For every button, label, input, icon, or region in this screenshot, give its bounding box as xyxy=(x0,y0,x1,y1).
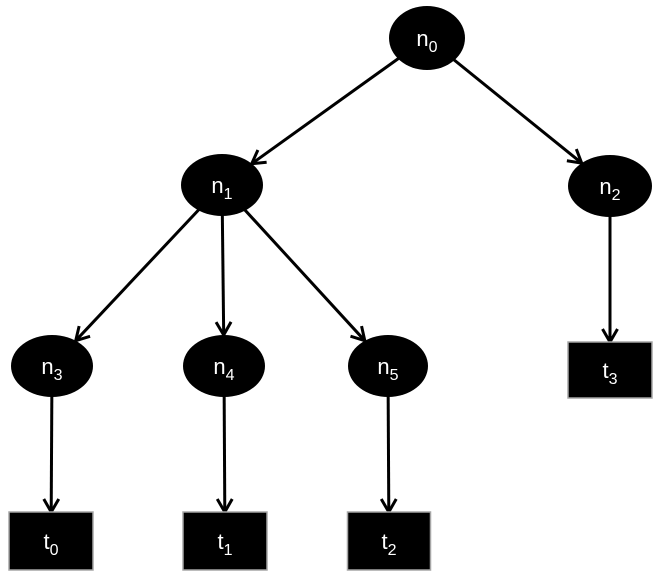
node-label-t0: t0 xyxy=(43,529,58,559)
tree-node-n1: n1 xyxy=(181,154,263,216)
tree-node-n5: n5 xyxy=(348,335,428,397)
tree-node-n4: n4 xyxy=(183,335,265,397)
node-label-n1: n1 xyxy=(211,173,232,203)
edge-n1-n5 xyxy=(220,183,365,341)
node-ellipse-n3 xyxy=(11,335,93,397)
node-ellipse-n5 xyxy=(348,335,428,397)
terminal-node-t1: t1 xyxy=(182,511,268,571)
tree-node-n0: n0 xyxy=(389,6,465,70)
node-label-t1: t1 xyxy=(217,529,232,559)
node-rect-t0 xyxy=(8,511,94,571)
node-label-n5: n5 xyxy=(377,354,398,384)
node-label-n0: n0 xyxy=(416,26,437,56)
node-ellipse-n1 xyxy=(181,154,263,216)
nodes-layer: n0 n1 n2 n3 n4 n5 t3 t0 t1 t2 xyxy=(8,6,653,571)
node-rect-t3 xyxy=(567,341,653,399)
node-label-n3: n3 xyxy=(41,354,62,384)
node-ellipse-n0 xyxy=(389,6,465,70)
edges-layer xyxy=(51,36,610,512)
edge-n0-n1 xyxy=(252,36,428,164)
edge-n1-n3 xyxy=(76,183,224,341)
node-ellipse-n2 xyxy=(568,155,652,217)
node-label-n2: n2 xyxy=(599,174,620,204)
tree-node-n3: n3 xyxy=(11,335,93,397)
terminal-node-t3: t3 xyxy=(567,341,653,399)
node-label-t3: t3 xyxy=(602,358,617,388)
terminal-node-t2: t2 xyxy=(346,511,432,571)
node-ellipse-n4 xyxy=(183,335,265,397)
terminal-node-t0: t0 xyxy=(8,511,94,571)
node-rect-t1 xyxy=(182,511,268,571)
node-label-n4: n4 xyxy=(213,354,234,384)
node-rect-t2 xyxy=(346,511,432,571)
node-label-t2: t2 xyxy=(381,529,396,559)
tree-node-n2: n2 xyxy=(568,155,652,217)
